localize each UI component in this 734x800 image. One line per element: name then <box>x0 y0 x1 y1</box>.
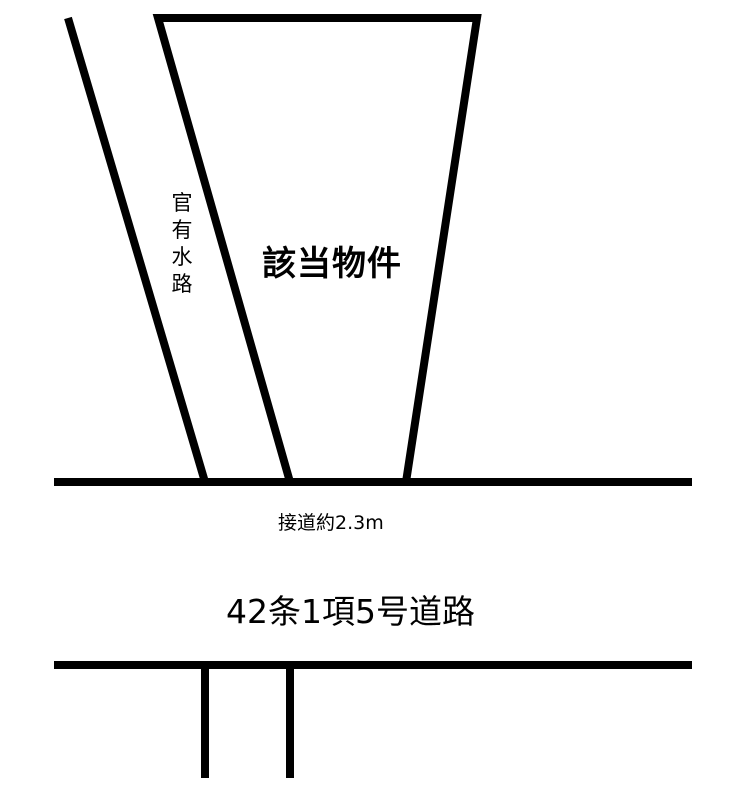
frontage-label: 接道約2.3m <box>278 512 384 534</box>
property-label: 該当物件 <box>262 244 402 284</box>
waterway-label: 官有水路 <box>171 191 193 296</box>
waterway-left-line <box>64 16 209 484</box>
property-outline <box>152 14 482 484</box>
road-label: 42条1項5号道路 <box>226 592 475 631</box>
